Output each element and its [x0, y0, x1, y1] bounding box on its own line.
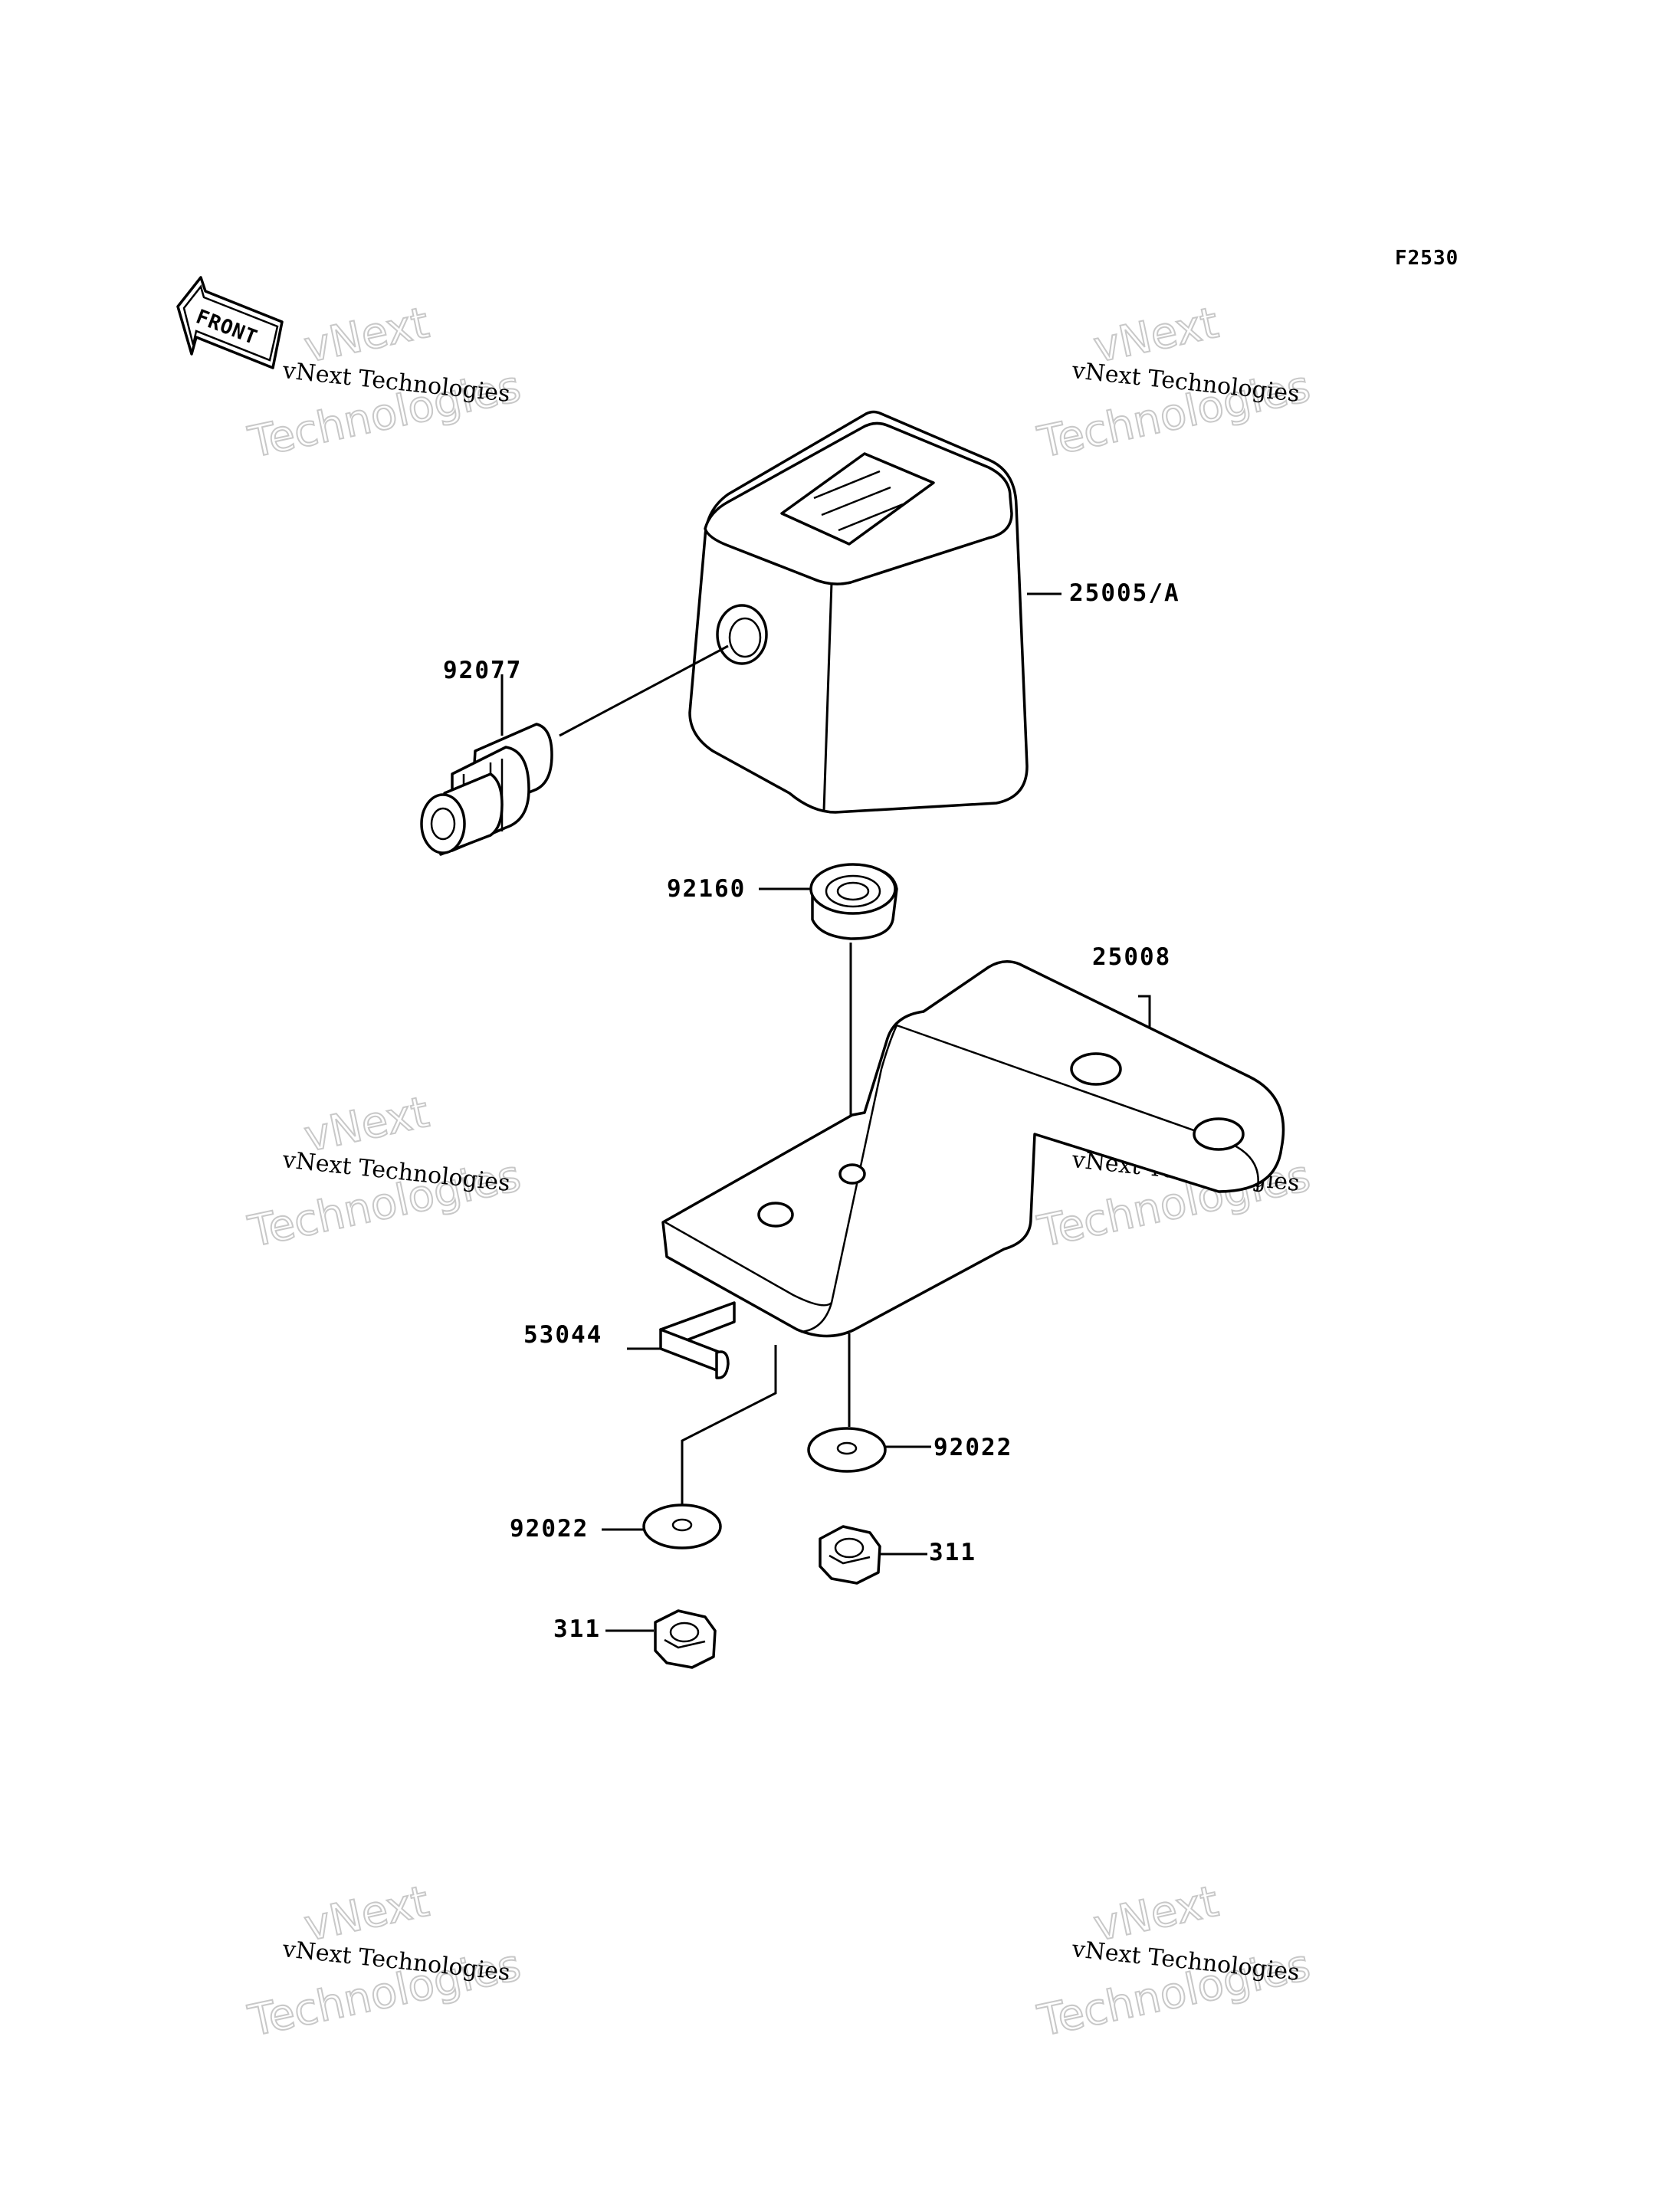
- grommet-part[interactable]: [759, 863, 898, 1115]
- callout-92077[interactable]: 92077: [443, 657, 522, 684]
- clip-part[interactable]: [627, 1301, 777, 1510]
- callout-25008[interactable]: 25008: [1092, 943, 1171, 971]
- callout-25005a[interactable]: 25005/A: [1069, 579, 1180, 607]
- nut-right-part[interactable]: [819, 1525, 927, 1585]
- watermark-bottom-right: vNext Technologies vNext Technologies: [1033, 1876, 1315, 2048]
- callout-53044[interactable]: 53044: [523, 1321, 602, 1349]
- washer-left-part[interactable]: [602, 1503, 722, 1549]
- watermark-top-left: vNext Technologies vNext Technologies: [244, 297, 526, 469]
- callout-311-left[interactable]: 311: [553, 1615, 601, 1643]
- callout-311-right[interactable]: 311: [929, 1539, 976, 1566]
- callout-92022-left[interactable]: 92022: [510, 1515, 589, 1543]
- bracket-part[interactable]: [661, 960, 1285, 1338]
- figure-code: F2530: [1395, 247, 1459, 270]
- nut-left-part[interactable]: [605, 1609, 717, 1669]
- washer-right-part[interactable]: [807, 1333, 931, 1473]
- callout-92022-right[interactable]: 92022: [934, 1434, 1012, 1461]
- cable-nut-part[interactable]: [420, 644, 729, 856]
- front-arrow-icon: FRONT: [176, 276, 284, 369]
- meter-housing-part[interactable]: [688, 410, 1029, 814]
- watermark-mid-left: vNext Technologies vNext Technologies: [244, 1087, 526, 1258]
- watermark-bottom-left: vNext Technologies vNext Technologies: [244, 1876, 526, 2048]
- callout-92160[interactable]: 92160: [667, 875, 746, 903]
- watermark-top-right: vNext Technologies vNext Technologies: [1033, 297, 1315, 469]
